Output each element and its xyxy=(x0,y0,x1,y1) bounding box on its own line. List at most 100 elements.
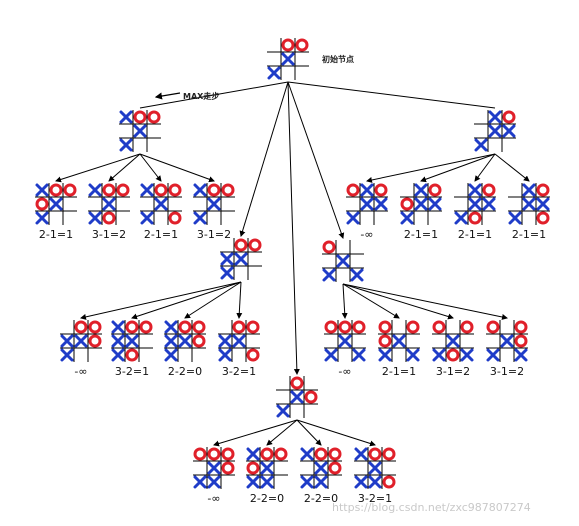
o-mark xyxy=(352,320,366,334)
o-mark xyxy=(221,183,235,197)
board-grid xyxy=(246,447,288,489)
o-mark xyxy=(374,183,388,197)
o-mark xyxy=(193,447,207,461)
node-score: -∞ xyxy=(207,492,220,505)
o-mark xyxy=(304,390,318,404)
watermark-text: https://blog.csdn.net/zxc987807274 xyxy=(332,501,531,514)
o-mark xyxy=(248,238,262,252)
o-mark xyxy=(536,183,550,197)
x-mark xyxy=(474,138,488,152)
o-mark xyxy=(368,447,382,461)
x-mark xyxy=(428,197,442,211)
board-grid xyxy=(88,183,130,225)
board-node-R xyxy=(474,110,516,152)
tree-edge xyxy=(494,153,530,182)
o-mark xyxy=(324,320,338,334)
board-grid xyxy=(508,183,550,225)
x-mark xyxy=(119,138,133,152)
board-node-L2: 3-1=2 xyxy=(88,183,130,241)
o-mark xyxy=(260,447,274,461)
board-grid xyxy=(454,183,496,225)
o-mark xyxy=(328,461,342,475)
o-mark xyxy=(502,110,516,124)
board-node-M2 xyxy=(322,240,364,282)
x-mark xyxy=(374,197,388,211)
o-mark xyxy=(192,320,206,334)
x-mark xyxy=(360,197,374,211)
x-mark xyxy=(338,334,352,348)
board-grid xyxy=(218,320,260,362)
x-mark xyxy=(486,348,500,362)
o-mark xyxy=(338,320,352,334)
x-mark xyxy=(220,266,234,280)
board-node-M1b: 3-2=1 xyxy=(111,320,153,378)
x-mark xyxy=(522,183,536,197)
board-node-M2b: 2-1=1 xyxy=(378,320,420,378)
o-mark xyxy=(234,238,248,252)
board-grid xyxy=(276,376,318,418)
x-mark xyxy=(368,475,382,489)
o-mark xyxy=(486,320,500,334)
node-score: 2-1=1 xyxy=(512,228,546,241)
x-mark xyxy=(314,475,328,489)
node-score: -∞ xyxy=(360,228,373,241)
board-node-R2: 2-1=1 xyxy=(400,183,442,241)
board-node-M1a: -∞ xyxy=(60,320,102,378)
o-mark xyxy=(322,240,336,254)
tree-edge xyxy=(342,283,400,319)
board-node-M1d: 3-2=1 xyxy=(218,320,260,378)
board-node-R1: -∞ xyxy=(346,183,388,241)
o-mark xyxy=(207,183,221,197)
o-mark xyxy=(428,183,442,197)
board-node-L1: 2-1=1 xyxy=(35,183,77,241)
board-node-M1c: 2-2=0 xyxy=(164,320,206,378)
node-score: 2-2=0 xyxy=(250,492,284,505)
board-node-R4: 2-1=1 xyxy=(508,183,550,241)
node-score: 3-2=1 xyxy=(222,365,256,378)
x-mark xyxy=(536,197,550,211)
x-mark xyxy=(346,211,360,225)
o-mark xyxy=(328,447,342,461)
x-mark xyxy=(60,348,74,362)
x-mark xyxy=(178,334,192,348)
o-mark xyxy=(536,211,550,225)
tree-edge xyxy=(366,153,496,183)
node-score: -∞ xyxy=(74,365,87,378)
x-mark xyxy=(488,124,502,138)
x-mark xyxy=(508,211,522,225)
node-score: 2-1=1 xyxy=(144,228,178,241)
x-mark xyxy=(314,461,328,475)
x-mark xyxy=(336,254,350,268)
x-mark xyxy=(164,334,178,348)
x-mark xyxy=(446,334,460,348)
x-mark xyxy=(522,197,536,211)
tree-edge xyxy=(213,419,298,447)
tree-edges xyxy=(55,81,530,447)
x-mark xyxy=(207,461,221,475)
node-score: 2-2=0 xyxy=(168,365,202,378)
board-grid xyxy=(164,320,206,362)
root-node-label: 初始节点 xyxy=(322,54,354,64)
node-score: 2-1=1 xyxy=(382,365,416,378)
o-mark xyxy=(63,183,77,197)
x-mark xyxy=(111,320,125,334)
x-mark xyxy=(246,447,260,461)
x-mark xyxy=(164,348,178,362)
o-mark xyxy=(192,334,206,348)
x-mark xyxy=(193,475,207,489)
o-mark xyxy=(482,183,496,197)
x-mark xyxy=(133,124,147,138)
board-grid xyxy=(354,447,396,489)
max-move-label: MAX走步 xyxy=(183,91,219,101)
x-mark xyxy=(88,183,102,197)
o-mark xyxy=(139,320,153,334)
x-mark xyxy=(414,197,428,211)
board-node-L4: 3-1=2 xyxy=(193,183,235,241)
x-mark xyxy=(300,447,314,461)
x-mark xyxy=(88,211,102,225)
board-grid xyxy=(140,183,182,225)
x-mark xyxy=(514,348,528,362)
tree-edge xyxy=(139,81,289,109)
x-mark xyxy=(350,268,364,282)
